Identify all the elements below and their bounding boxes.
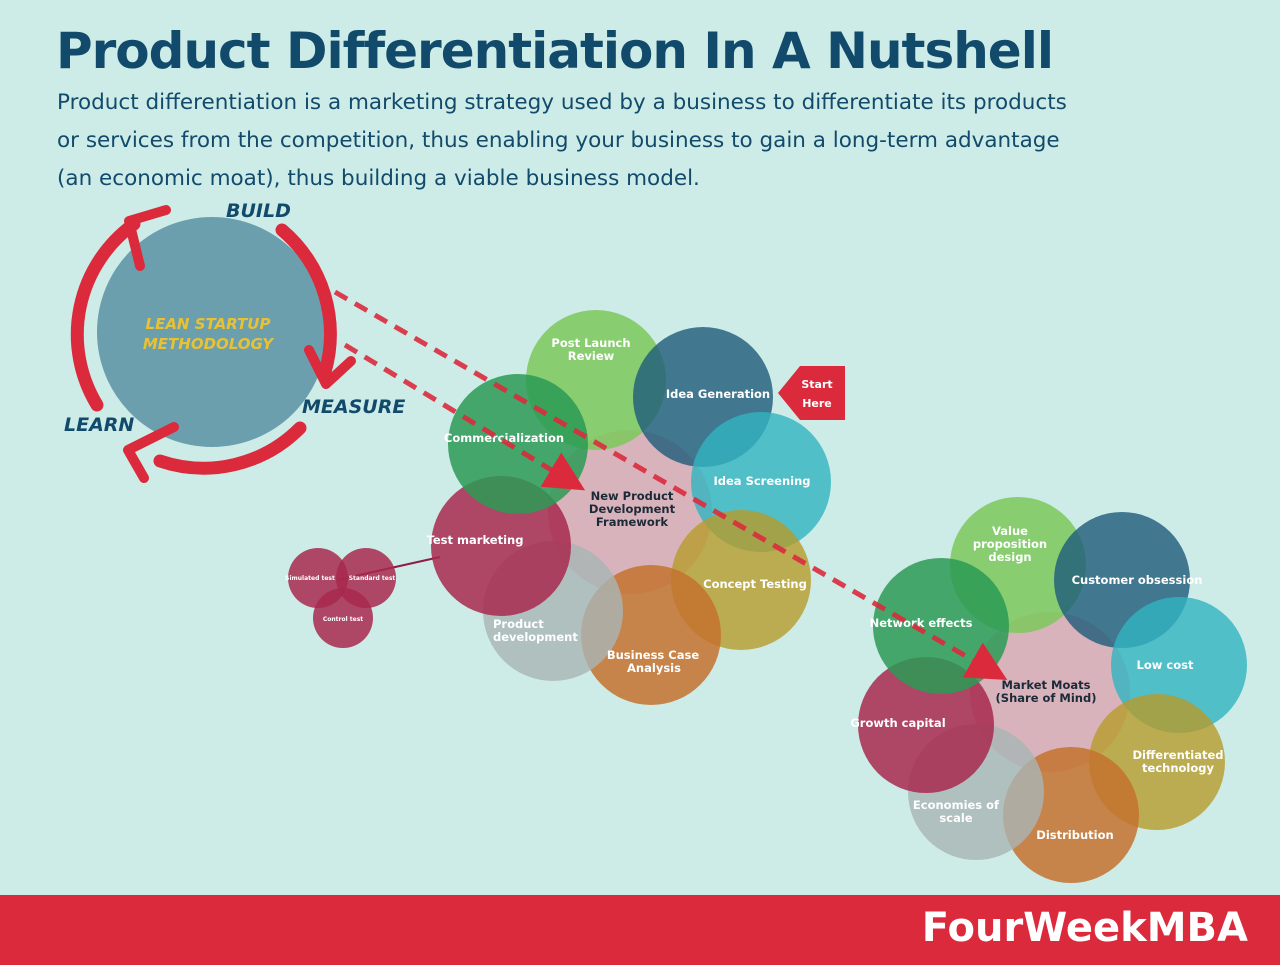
page-title: Product Differentiation In A Nutshell bbox=[56, 22, 1054, 80]
measure-label: MEASURE bbox=[302, 396, 405, 418]
value-proposition-label-line3: design bbox=[988, 550, 1031, 564]
start-here-arrow-icon bbox=[778, 366, 845, 420]
npd-center-label-line3: Framework bbox=[596, 515, 669, 529]
market-moats-label-line1: Market Moats bbox=[1002, 678, 1091, 692]
learn-arrowhead-icon bbox=[123, 422, 179, 483]
control-test-label: Control test bbox=[323, 616, 363, 623]
standard-test-label: Standard test bbox=[349, 575, 396, 582]
measure-arc bbox=[153, 421, 307, 475]
simulated-test-label: Simulated test bbox=[285, 575, 335, 582]
growth-capital-label: Growth capital bbox=[850, 716, 945, 730]
product-development-label-line2: development bbox=[493, 630, 578, 644]
idea-generation-label: Idea Generation bbox=[666, 387, 770, 401]
lean-to-npd-arrow bbox=[343, 342, 586, 491]
idea-screening-label: Idea Screening bbox=[714, 474, 811, 488]
brand-logo: FourWeekMBA bbox=[921, 905, 1248, 951]
npd-framework: New Product Development Framework Post L… bbox=[427, 310, 845, 705]
economies-of-scale-label-line1: Economies of bbox=[913, 798, 1000, 812]
differentiated-technology-label-line1: Differentiated bbox=[1133, 748, 1224, 762]
post-launch-label-line2: Review bbox=[568, 349, 615, 363]
footer-bar: FourWeekMBA bbox=[0, 895, 1280, 965]
low-cost-label: Low cost bbox=[1137, 658, 1194, 672]
test-marketing-label: Test marketing bbox=[427, 533, 524, 547]
cycle-arrows-icon bbox=[70, 217, 337, 475]
market-moats: Market Moats (Share of Mind) Value propo… bbox=[850, 497, 1247, 883]
commercialization-label: Commercialization bbox=[444, 431, 564, 445]
page-description: Product differentiation is a marketing s… bbox=[57, 90, 1067, 191]
build-arc bbox=[275, 223, 337, 379]
learn-arc bbox=[70, 217, 141, 412]
lean-startup-cycle: LEAN STARTUP METHODOLOGY BUILD MEASURE L… bbox=[64, 200, 405, 483]
start-here-label-line1: Start bbox=[801, 378, 832, 391]
dashed-connectors bbox=[333, 289, 1008, 680]
learn-label: LEARN bbox=[64, 414, 134, 436]
economies-of-scale-label-line2: scale bbox=[939, 811, 972, 825]
post-launch-label-line1: Post Launch bbox=[551, 336, 630, 350]
lean-startup-label-line2: METHODOLOGY bbox=[143, 335, 275, 353]
test-types-venn: Simulated test Standard test Control tes… bbox=[285, 548, 441, 648]
lean-startup-label-line1: LEAN STARTUP bbox=[146, 315, 271, 333]
business-case-label-line1: Business Case bbox=[607, 648, 699, 662]
diagram-canvas: LEAN STARTUP METHODOLOGY BUILD MEASURE L… bbox=[64, 200, 1247, 883]
market-moats-label-line2: (Share of Mind) bbox=[996, 691, 1097, 705]
product-development-label-line1: Product bbox=[493, 617, 544, 631]
measure-arrowhead-icon bbox=[304, 345, 356, 389]
distribution-label: Distribution bbox=[1036, 828, 1113, 842]
value-proposition-label-line1: Value bbox=[992, 524, 1028, 538]
build-arrowhead-icon bbox=[124, 205, 171, 271]
npd-center-label-line1: New Product bbox=[591, 489, 674, 503]
start-here-flag: Start Here bbox=[778, 366, 845, 420]
control-test-circle bbox=[313, 588, 373, 648]
cycle-arrowheads bbox=[123, 205, 356, 483]
lean-to-moats-arrow bbox=[333, 289, 1008, 680]
start-here-label-line2: Here bbox=[802, 397, 832, 410]
network-effects-label: Network effects bbox=[870, 616, 973, 630]
concept-testing-label: Concept Testing bbox=[703, 577, 807, 591]
business-case-label-line2: Analysis bbox=[627, 661, 681, 675]
lean-startup-circle bbox=[97, 217, 327, 447]
differentiated-technology-label-line2: technology bbox=[1142, 761, 1214, 775]
value-proposition-label-line2: proposition bbox=[973, 537, 1047, 551]
customer-obsession-label: Customer obsession bbox=[1072, 573, 1203, 587]
npd-center-label-line2: Development bbox=[589, 502, 676, 516]
build-label: BUILD bbox=[226, 200, 291, 222]
market-moats-center-circle bbox=[970, 612, 1130, 772]
